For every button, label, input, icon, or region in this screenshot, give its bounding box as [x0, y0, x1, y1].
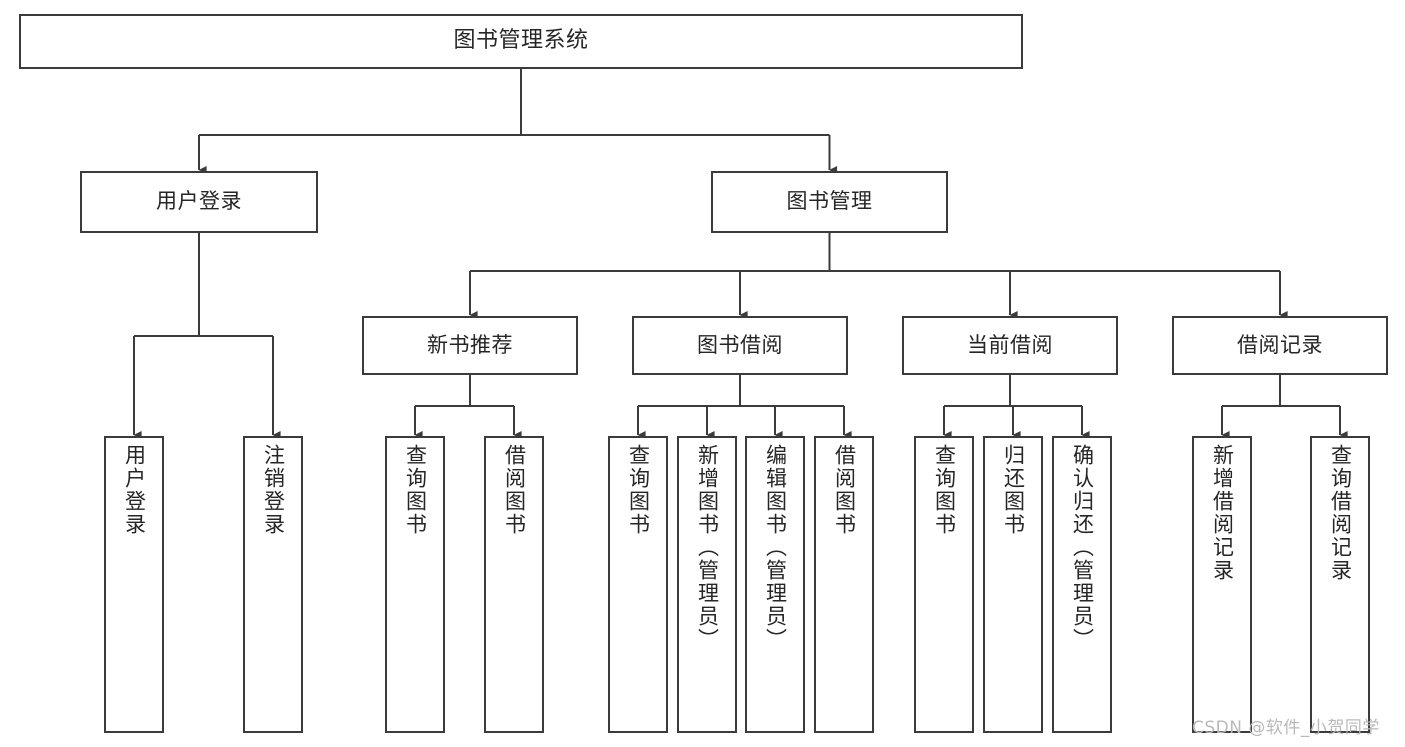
node-leaf-cur-return[interactable]: 归还图书	[983, 436, 1043, 733]
node-root[interactable]: 图书管理系统	[19, 14, 1023, 69]
edge-group	[132, 69, 1348, 439]
node-leaf-bk-add[interactable]: 新增图书（管理员）	[677, 436, 737, 733]
node-label-leaf-bk-edit: 编辑图书（管理员）	[763, 444, 788, 651]
node-label-leaf-bk-query: 查询图书	[626, 444, 651, 536]
node-label-leaf-rec-add: 新增借阅记录	[1210, 444, 1235, 582]
node-leaf-bk-query[interactable]: 查询图书	[608, 436, 668, 733]
node-leaf-rec-add[interactable]: 新增借阅记录	[1192, 436, 1252, 733]
node-leaf-cur-confirm[interactable]: 确认归还（管理员）	[1052, 436, 1112, 733]
node-label-leaf-rec-query: 查询借阅记录	[1328, 444, 1353, 582]
node-leaf-bk-edit[interactable]: 编辑图书（管理员）	[745, 436, 805, 733]
node-leaf-nb-query[interactable]: 查询图书	[385, 436, 445, 733]
node-label-leaf-logout: 注销登录	[261, 444, 286, 536]
node-label-login: 用户登录	[156, 189, 242, 214]
node-newbook[interactable]: 新书推荐	[362, 316, 578, 375]
node-label-leaf-cur-return: 归还图书	[1001, 444, 1026, 536]
node-label-borrow: 图书借阅	[697, 332, 783, 357]
node-records[interactable]: 借阅记录	[1172, 316, 1388, 375]
node-label-leaf-user-login: 用户登录	[122, 444, 147, 536]
node-label-leaf-nb-borrow: 借阅图书	[502, 444, 527, 536]
node-leaf-rec-query[interactable]: 查询借阅记录	[1310, 436, 1370, 733]
node-login[interactable]: 用户登录	[80, 171, 318, 233]
node-leaf-logout[interactable]: 注销登录	[243, 436, 303, 733]
node-label-current: 当前借阅	[967, 332, 1053, 357]
watermark-label: CSDN @软件_小贺同学	[1192, 718, 1380, 738]
node-leaf-nb-borrow[interactable]: 借阅图书	[484, 436, 544, 733]
node-bookmgmt[interactable]: 图书管理	[711, 171, 948, 233]
node-borrow[interactable]: 图书借阅	[632, 316, 848, 375]
node-label-root: 图书管理系统	[453, 28, 589, 54]
node-label-bookmgmt: 图书管理	[786, 189, 873, 214]
node-label-leaf-nb-query: 查询图书	[403, 444, 428, 536]
node-label-newbook: 新书推荐	[427, 332, 513, 357]
node-label-leaf-bk-add: 新增图书（管理员）	[695, 444, 720, 651]
node-label-leaf-cur-confirm: 确认归还（管理员）	[1070, 444, 1095, 651]
node-current[interactable]: 当前借阅	[902, 316, 1118, 375]
node-label-records: 借阅记录	[1237, 332, 1323, 357]
node-leaf-bk-borrow[interactable]: 借阅图书	[814, 436, 874, 733]
node-leaf-cur-query[interactable]: 查询图书	[914, 436, 974, 733]
node-label-leaf-cur-query: 查询图书	[932, 444, 957, 536]
node-label-leaf-bk-borrow: 借阅图书	[832, 444, 857, 536]
node-leaf-user-login[interactable]: 用户登录	[104, 436, 164, 733]
